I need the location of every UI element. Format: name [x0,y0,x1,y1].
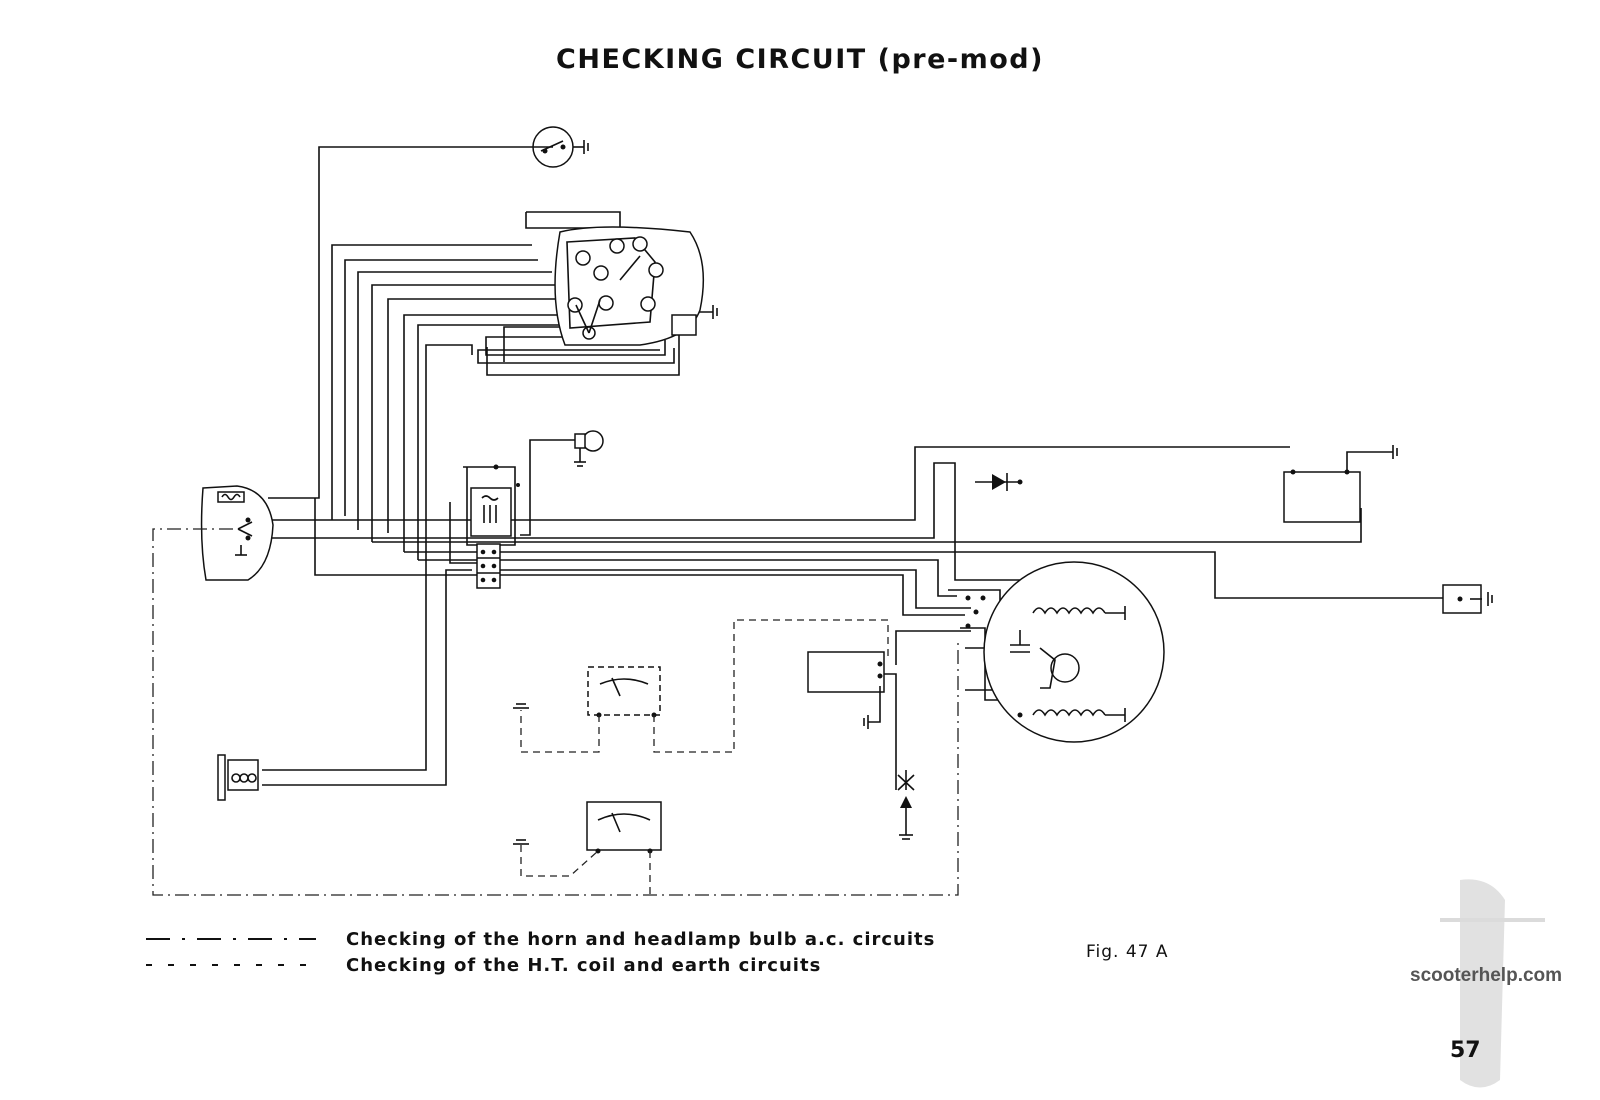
watermark-text: scooterhelp.com [1410,965,1563,986]
legend-item-ht-circuits: Checking of the H.T. coil and earth circ… [146,952,821,978]
ht-check-circuit [513,619,889,753]
stop-lamp [1442,584,1493,614]
horn [574,430,604,467]
legend-item-ac-circuits: Checking of the horn and headlamp bulb a… [146,926,935,952]
page-title: CHECKING CIRCUIT (pre-mod) [556,44,1044,75]
light-switch [554,226,705,346]
page-number: 57 [1450,1038,1481,1063]
voltage-regulator [463,464,520,546]
headlamp [200,485,274,581]
flywheel-magneto [965,561,1165,743]
watermark-scooter-icon [1440,879,1545,1088]
legend-text-ac: Checking of the horn and headlamp bulb a… [346,928,936,950]
rectifier-diode [975,473,1023,491]
figure-label: Fig. 47 A [1086,942,1169,962]
ht-coil [807,651,885,729]
tail-lamp [217,754,259,801]
test-meter-upper [587,666,661,718]
ac-check-circuit [152,528,959,896]
dot-dash-line-icon [146,938,316,940]
legend-text-ht: Checking of the H.T. coil and earth circ… [346,954,822,976]
dashed-line-icon [146,964,316,966]
test-meter-lower [586,801,662,854]
battery [1283,445,1398,523]
junction-block [476,543,501,589]
spark-plug [897,770,915,840]
harness-wires [262,146,1448,790]
